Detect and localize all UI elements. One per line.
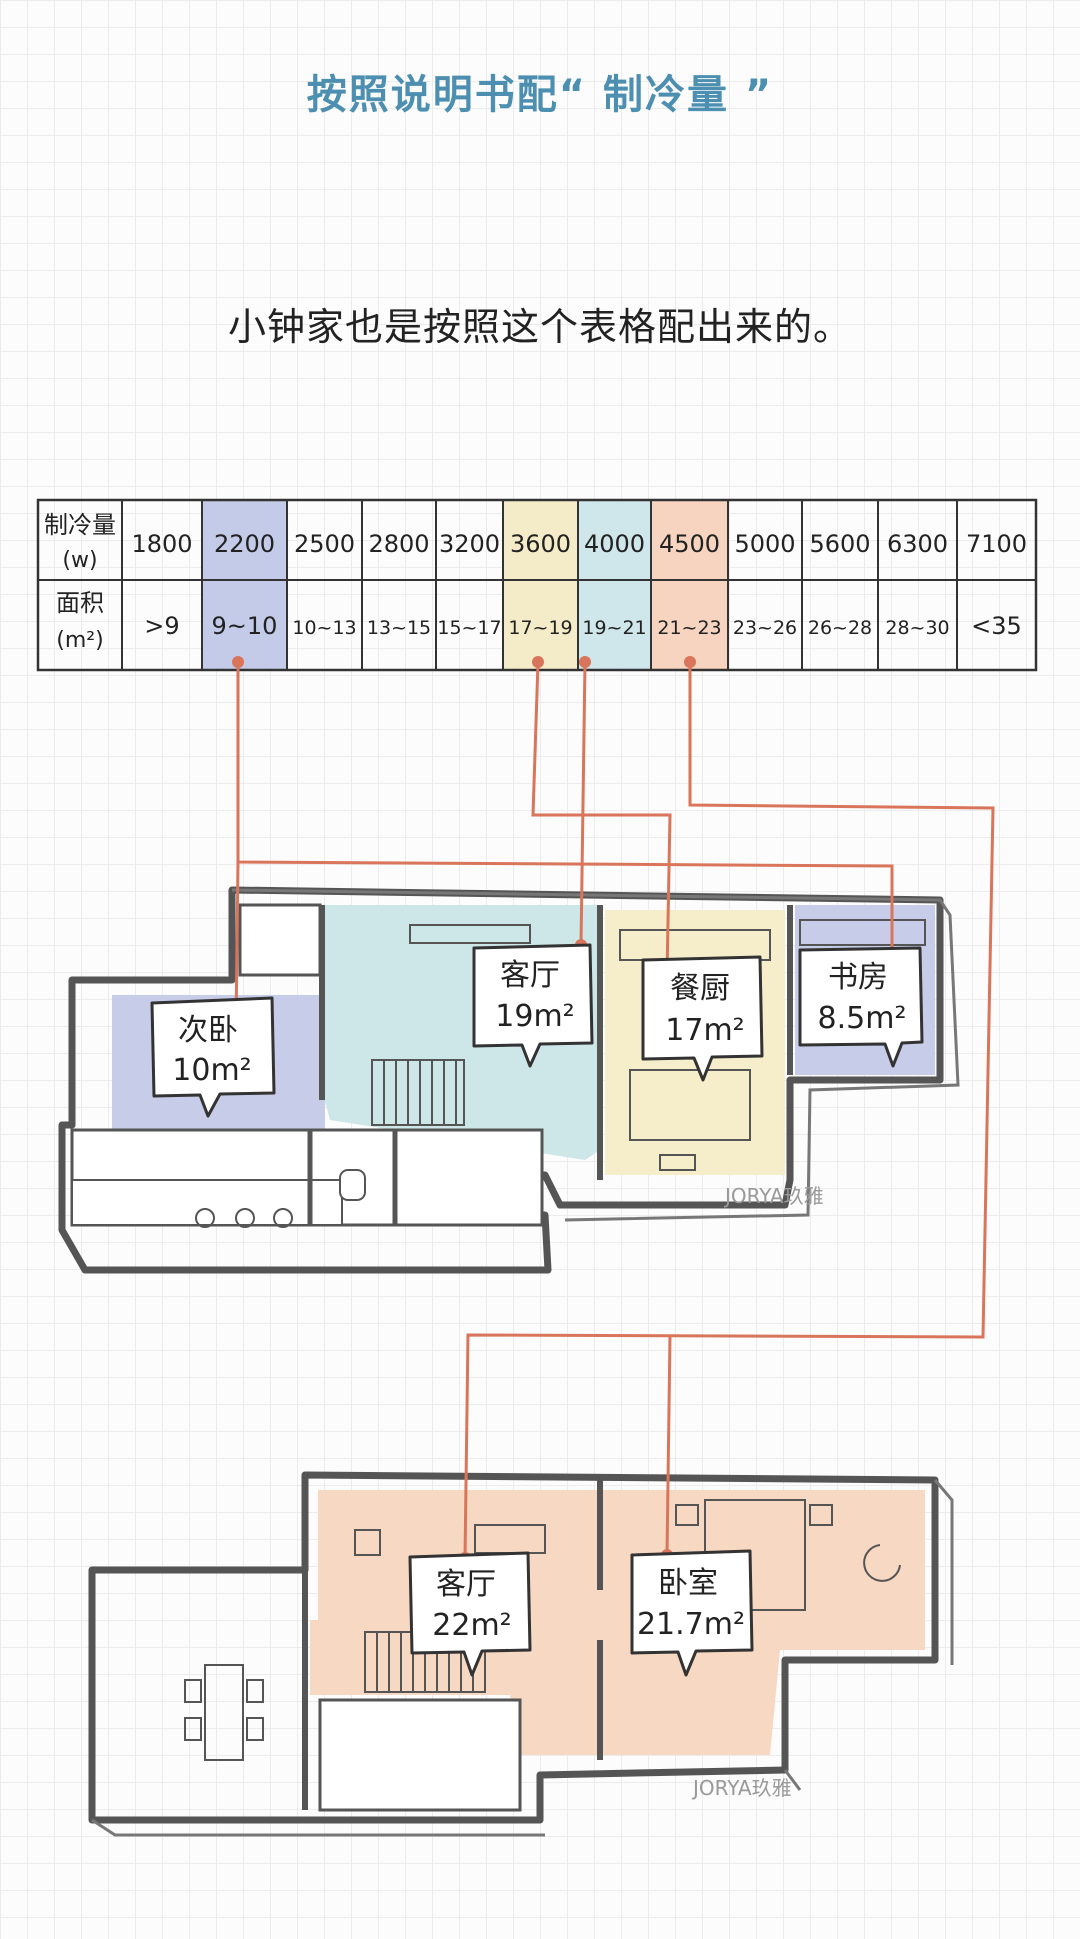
room-area: 8.5m² [818,1001,907,1036]
area-cell: 15~17 [437,617,501,639]
cooling-cell: 1800 [131,530,192,558]
room-name: 客厅 [500,958,560,993]
watermark-floor2: JORYA玖雅 [691,1776,792,1800]
connector-3600-dining [531,661,672,976]
room-name: 客厅 [436,1567,496,1602]
connector-2200-study [236,662,894,960]
room-name: 书房 [828,960,888,995]
area-cell: >9 [144,612,179,640]
cooling-cell: 2200 [214,530,275,558]
watermark-floor1: JORYA玖雅 [723,1184,824,1208]
table-header-cooling-unit: (w) [62,548,97,573]
page-subtitle: 小钟家也是按照这个表格配出来的。 [227,305,852,349]
callout-living-room-floor2: 客厅 22m² [408,1551,532,1677]
room-name: 餐厨 [670,971,730,1006]
callout-dining-kitchen: 餐厨 17m² [641,955,764,1082]
room-area: 19m² [495,999,574,1034]
table-header-cooling: 制冷量 [44,511,116,539]
cooling-cell: 2500 [294,530,355,558]
area-cell: 26~28 [808,617,872,639]
connector-lines [234,661,995,1559]
floor-plan-2: JORYA玖雅 [88,1471,954,1837]
cooling-cell: 6300 [887,530,948,558]
area-cell: 13~15 [367,617,431,639]
cooling-cell: 2800 [368,530,429,558]
cooling-cell: 3200 [439,530,500,558]
callout-secondary-bedroom: 次卧 10m² [150,996,276,1118]
cooling-cell: 5000 [734,530,795,558]
room-area: 22m² [432,1608,511,1643]
cooling-cell: 4500 [659,530,720,558]
connector-4500-floor2-living [463,662,995,1559]
area-cell: 23~26 [733,617,797,639]
callout-living-room-floor1: 客厅 19m² [472,943,594,1068]
callout-bedroom-floor2: 卧室 21.7m² [630,1549,754,1677]
connector-2200-secondary-bedroom [234,861,240,1026]
cooling-cell: 3600 [510,530,571,558]
area-cell: 17~19 [508,617,572,639]
cooling-cell: 7100 [966,530,1027,558]
page-title: 按照说明书配“ 制冷量 ” [306,72,774,118]
area-cell: 10~13 [292,617,356,639]
room-name: 次卧 [178,1013,238,1048]
area-cell: 21~23 [657,617,721,639]
cooling-table: 制冷量 (w) 面积 (m²) 1800 >9 2200 9~10 2500 10~13 2… [36,498,1038,672]
area-cell: 19~21 [582,617,646,639]
callout-study: 书房 8.5m² [798,946,924,1068]
area-cell: 28~30 [885,617,949,639]
room-area: 21.7m² [637,1607,745,1642]
area-cell: <35 [971,612,1022,640]
room-area: 17m² [665,1013,744,1048]
table-header-area: 面积 [56,589,104,617]
room-area: 10m² [172,1053,251,1088]
table-header-area-unit: (m²) [56,628,103,653]
connector-4000-living [579,661,587,946]
cooling-cell: 5600 [809,530,870,558]
area-cell: 9~10 [212,612,278,640]
connector-4500-floor2-bedroom [665,1334,672,1556]
cooling-cell: 4000 [584,530,645,558]
room-name: 卧室 [658,1566,718,1601]
